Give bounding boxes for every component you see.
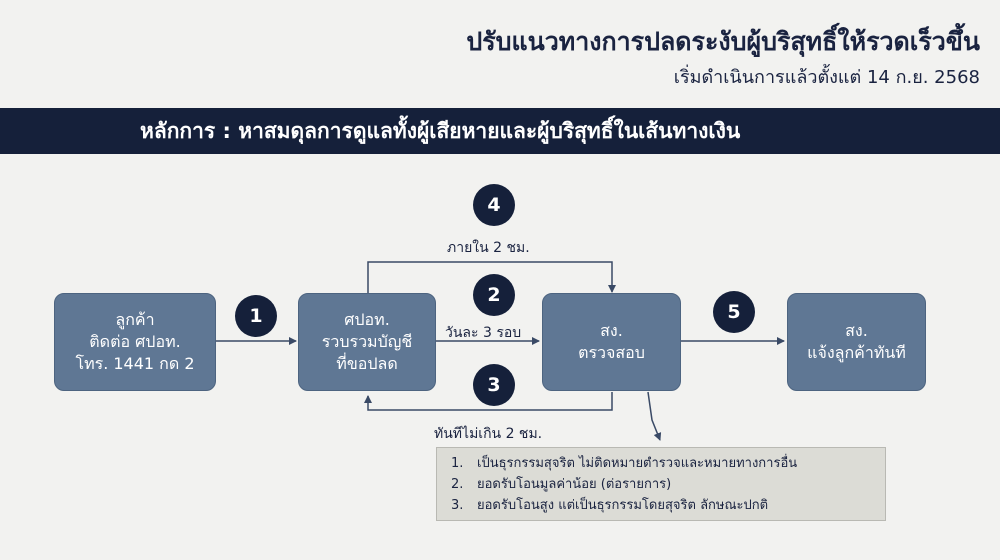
page-subtitle: เริ่มดำเนินการแล้วตั้งแต่ 14 ก.ย. 2568 (673, 67, 980, 88)
condition-item: 1.เป็นธุรกรรมสุจริต ไม่ติดหมายตำรวจและหม… (451, 456, 798, 471)
step-4-badge: 4 (473, 184, 515, 226)
step-1-badge: 1 (235, 295, 277, 337)
condition-item: 3.ยอดรับโอนสูง แต่เป็นธุรกรรมโดยสุจริต ล… (451, 498, 769, 513)
step-3-badge: 3 (473, 364, 515, 406)
page-title: ปรับแนวทางการปลดระงับผู้บริสุทธิ์ให้รวดเ… (466, 27, 980, 56)
box-bank-verify: สง. ตรวจสอบ (542, 293, 681, 391)
box-aoc: ศปอท. รวบรวมบัญชี ที่ขอปลด (298, 293, 436, 391)
principle-banner: หลักการ : หาสมดุลการดูแลทั้งผู้เสียหายแล… (0, 108, 1000, 154)
step-5-badge: 5 (713, 291, 755, 333)
arrow-to-conditions (647, 391, 662, 441)
step-2-label: วันละ 3 รอบ (445, 325, 522, 341)
box-customer: ลูกค้า ติดต่อ ศปอท. โทร. 1441 กด 2 (54, 293, 216, 391)
arrow-step-3 (364, 392, 613, 411)
step-3-label: ทันทีไม่เกิน 2 ชม. (434, 426, 543, 442)
step-4-label: ภายใน 2 ชม. (447, 240, 530, 256)
step-2-badge: 2 (473, 274, 515, 316)
principle-text: หลักการ : หาสมดุลการดูแลทั้งผู้เสียหายแล… (140, 118, 741, 143)
box-bank-notify: สง. แจ้งลูกค้าทันที (787, 293, 926, 391)
arrow-step-4 (367, 261, 616, 295)
conditions-panel: 1.เป็นธุรกรรมสุจริต ไม่ติดหมายตำรวจและหม… (436, 447, 886, 521)
condition-item: 2.ยอดรับโอนมูลค่าน้อย (ต่อรายการ) (451, 477, 672, 492)
